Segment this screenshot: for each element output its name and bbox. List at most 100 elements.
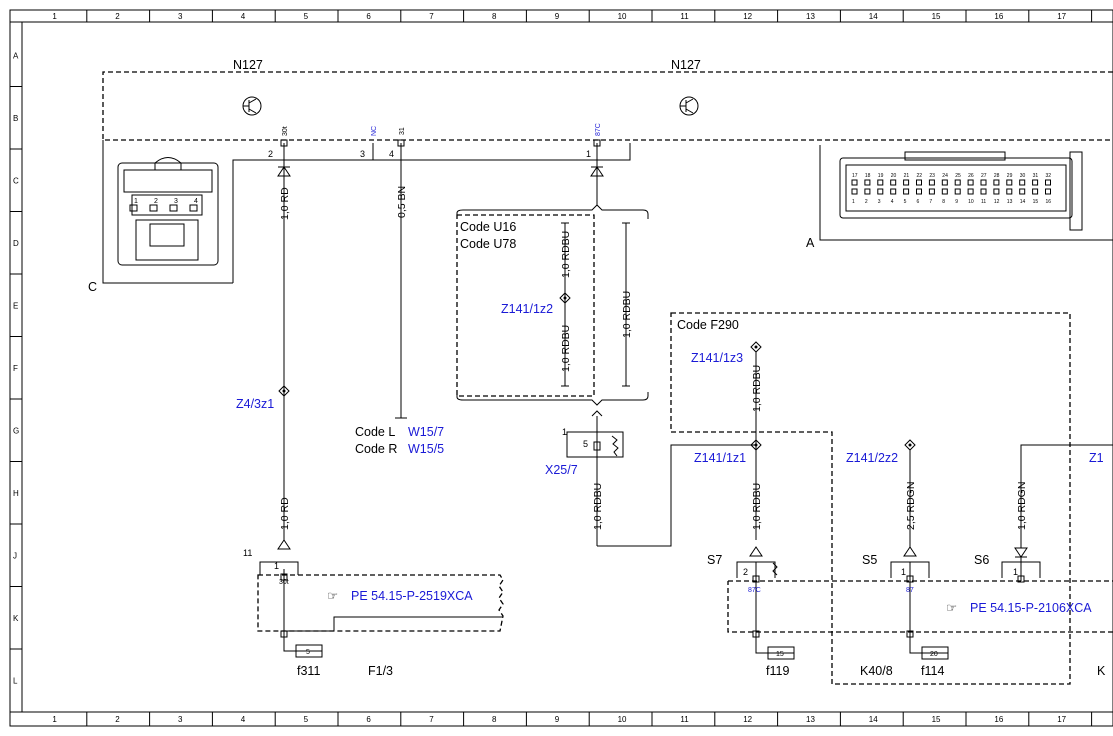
grid-row-label: G xyxy=(13,426,19,435)
connector-a-pin: 11 xyxy=(981,199,986,205)
wire-label-rd-top: 1,0 RD xyxy=(279,187,291,220)
connector-a-pin: 12 xyxy=(994,199,1000,205)
x25-pin-5: 5 xyxy=(583,439,588,449)
grid-col-label: 13 xyxy=(806,12,815,21)
grid-col-label: 17 xyxy=(1057,715,1066,724)
fuse-f311: f311 xyxy=(297,664,320,678)
n127-boundary: N127 N127 xyxy=(102,58,1113,141)
grid-column-labels: 1122334455667788991010111112121313141415… xyxy=(52,10,1093,726)
grid-col-label: 9 xyxy=(555,715,560,724)
fuse-5: 5 xyxy=(306,649,310,656)
pin-socket xyxy=(993,179,1000,186)
reference-pe-left[interactable]: PE 54.15-P-2519XCA xyxy=(351,589,473,603)
pin-2: 2 xyxy=(268,149,273,159)
grid-col-label: 14 xyxy=(869,715,878,724)
connector-c-pin: 1 xyxy=(134,198,138,205)
connector-a-pin: 16 xyxy=(1046,199,1052,205)
pin-socket xyxy=(864,179,871,186)
pin-socket xyxy=(993,188,1000,195)
pin-socket xyxy=(890,179,897,186)
s7-pin-2: 2 xyxy=(743,567,748,577)
code-u16-label: Code U16 xyxy=(460,220,516,234)
grid-row-label: F xyxy=(13,364,18,373)
connector-a-pin: 30 xyxy=(1020,173,1026,179)
pin-socket xyxy=(864,188,871,195)
s7-terminal-87c: 87C xyxy=(748,587,761,594)
connector-a-icon: 1711821932042152262372482592610271128122… xyxy=(806,145,1113,250)
connector-a-pin: 17 xyxy=(852,173,858,179)
wire-label-rdbu-code1: 1,0 RDBU xyxy=(560,231,572,278)
transistor-icon xyxy=(242,96,262,116)
connector-a-pin: 31 xyxy=(1033,173,1039,179)
fuse-15: 15 xyxy=(776,651,784,658)
grid-row-label: B xyxy=(13,114,18,123)
fuse-20: 20 xyxy=(930,651,938,658)
connector-a-pin: 10 xyxy=(968,199,974,205)
pin-socket xyxy=(1045,179,1051,186)
grid-col-label: 11 xyxy=(680,12,689,21)
wire-label-rdbu-x25: 1,0 RDBU xyxy=(592,483,604,530)
connector-a-pin: 4 xyxy=(891,199,894,205)
splice-z141-1z2: Z141/1z2 xyxy=(501,302,553,316)
reference-pe-right[interactable]: PE 54.15-P-2106XCA xyxy=(970,601,1092,615)
ground-w15-5: W15/5 xyxy=(408,442,444,456)
splice-z4-3z1: Z4/3z1 xyxy=(236,397,274,411)
connector-c-pin: 4 xyxy=(194,198,198,205)
connector-a-pin: 2 xyxy=(865,199,868,205)
wire-label-rdbu-code2: 1,0 RDBU xyxy=(560,325,572,372)
pin-socket xyxy=(980,179,987,186)
connector-a-pin: 24 xyxy=(942,173,948,179)
connector-a-pin: 28 xyxy=(994,173,1000,179)
diagram-frame xyxy=(9,9,1113,727)
pin-socket xyxy=(1006,188,1013,195)
connector-a-label: A xyxy=(806,236,815,250)
wire-label-bn: 0,5 BN xyxy=(396,186,408,218)
grid-col-label: 16 xyxy=(994,715,1003,724)
module-f1-3: 1 30t ☞ PE 54.15-P-2519XCA 5 f311 F1/3 xyxy=(257,561,504,678)
pin-socket xyxy=(1032,188,1039,195)
switch-s7: S7 xyxy=(707,553,722,567)
n127-right-label: N127 xyxy=(671,58,701,72)
wire-rdgn-s5: Z141/2z2 2,5 RDGN xyxy=(846,439,917,557)
grid-col-label: 10 xyxy=(618,715,627,724)
connector-a-pin: 22 xyxy=(917,173,923,179)
connector-a-pin: 27 xyxy=(981,173,987,179)
grid-col-label: 8 xyxy=(492,715,497,724)
splice-z141-1z3: Z141/1z3 xyxy=(691,351,743,365)
connector-a-pin: 8 xyxy=(942,199,945,205)
connector-a-pin: 7 xyxy=(929,199,932,205)
connector-a-pin: 32 xyxy=(1046,173,1052,179)
grid-col-label: 6 xyxy=(366,12,371,21)
connector-c-icon: 1 2 3 4 xyxy=(117,157,219,266)
grid-col-label: 8 xyxy=(492,12,497,21)
terminal-nc: NC xyxy=(371,126,378,136)
ground-w15-7: W15/7 xyxy=(408,425,444,439)
wire-label-rdgn-s5: 2,5 RDGN xyxy=(905,482,917,530)
connector-a-pin: 26 xyxy=(968,173,974,179)
pin-socket xyxy=(851,179,858,186)
code-u78-label: Code U78 xyxy=(460,237,516,251)
grid-row-label: H xyxy=(13,489,19,498)
pin-socket xyxy=(1006,179,1013,186)
wire-rdgn-s6: Z1 1,0 RDGN xyxy=(1014,444,1113,558)
pin-socket xyxy=(877,179,884,186)
grid-row-label: L xyxy=(13,676,18,685)
connector-a-pin: 13 xyxy=(1007,199,1013,205)
pin-1: 1 xyxy=(586,149,591,159)
wire-label-rdgn-s6: 1,0 RDGN xyxy=(1016,482,1028,530)
grid-col-label: 10 xyxy=(618,12,627,21)
s5-pin-1: 1 xyxy=(901,567,906,577)
grid-col-label: 4 xyxy=(241,12,246,21)
connector-a-pin: 1 xyxy=(852,199,855,205)
terminal-31: 31 xyxy=(399,127,406,135)
grid-col-label: 2 xyxy=(115,715,120,724)
grid-col-label: 3 xyxy=(178,12,183,21)
s5-terminal-87: 87 xyxy=(906,587,914,594)
code-f290-label: Code F290 xyxy=(677,318,739,332)
grid-col-label: 17 xyxy=(1057,12,1066,21)
wire-bn: 0,5 BN Code L W15/7 Code R W15/5 xyxy=(355,160,444,456)
relay-k40-8: K40/8 xyxy=(860,664,893,678)
connector-c-pin: 2 xyxy=(154,198,158,205)
pin-3: 3 xyxy=(360,149,365,159)
